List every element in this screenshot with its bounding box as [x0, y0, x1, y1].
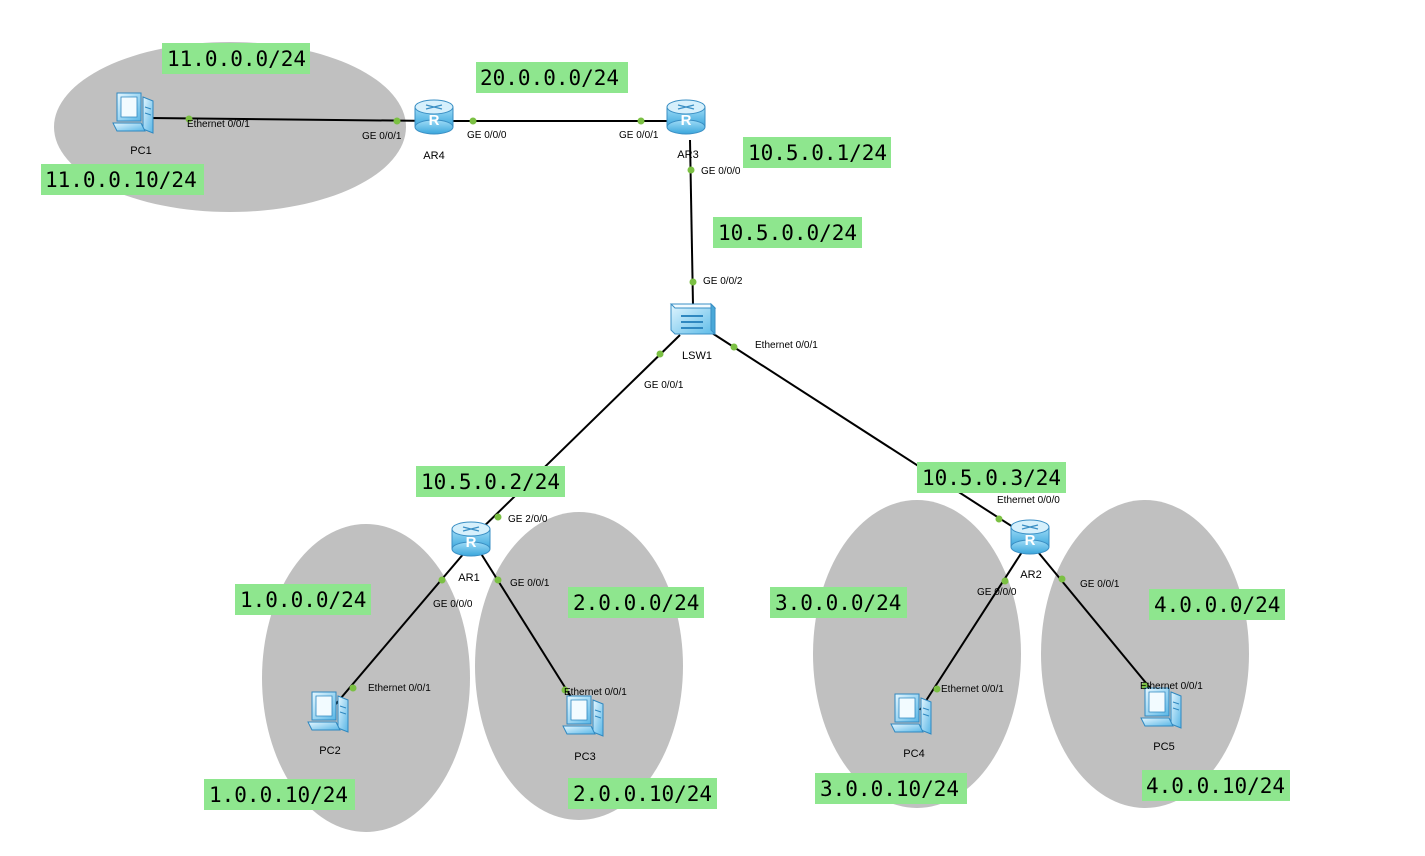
port-label-lsw1-g001: GE 0/0/1: [644, 380, 684, 391]
subnet-tag-10-5: 10.5.0.0/24: [718, 221, 857, 245]
port-dot-lsw1-g002[interactable]: [689, 278, 697, 286]
port-dot-pc2-eth[interactable]: [349, 684, 357, 692]
device-label-ar3: AR3: [677, 149, 698, 161]
router-icon[interactable]: [414, 99, 454, 135]
address-tag-pc5: 4.0.0.10/24: [1146, 774, 1285, 798]
device-label-pc5: PC5: [1153, 741, 1174, 753]
subnet-tag-2: 2.0.0.0/24: [573, 591, 699, 615]
router-icon[interactable]: [1010, 519, 1050, 555]
port-label-ar2-eth: Ethernet 0/0/0: [997, 495, 1060, 506]
device-label-ar4: AR4: [423, 150, 444, 162]
device-label-lsw1: LSW1: [682, 350, 712, 362]
pc-icon[interactable]: [562, 695, 604, 737]
port-label-ar2-g000: GE 0/0/0: [977, 587, 1017, 598]
port-dot-pc4-eth[interactable]: [933, 685, 941, 693]
pc-icon[interactable]: [112, 92, 154, 134]
port-label-ar2-g001: GE 0/0/1: [1080, 579, 1120, 590]
port-dot-ar3-g000[interactable]: [687, 166, 695, 174]
port-dot-ar4-g000[interactable]: [469, 117, 477, 125]
port-label-pc2-eth: Ethernet 0/0/1: [368, 683, 431, 694]
port-dot-ar2-g001[interactable]: [1058, 575, 1066, 583]
port-label-ar3-g001: GE 0/0/1: [619, 130, 659, 141]
address-tag-layer: 11.0.0.0/24 20.0.0.0/24 11.0.0.10/24 10.…: [41, 43, 1290, 810]
device-label-pc1: PC1: [130, 145, 151, 157]
port-label-pc4-eth: Ethernet 0/0/1: [941, 684, 1004, 695]
subnet-tag-4: 4.0.0.0/24: [1154, 593, 1280, 617]
device-label-pc4: PC4: [903, 748, 924, 760]
pc-icon[interactable]: [1140, 687, 1182, 729]
port-label-ar4-g000: GE 0/0/0: [467, 130, 507, 141]
link-ar2-pc5: [1037, 551, 1161, 701]
port-dot-lsw1-g001[interactable]: [656, 350, 664, 358]
subnet-tag-1: 1.0.0.0/24: [240, 588, 366, 612]
port-label-layer: Ethernet 0/0/1 GE 0/0/1 GE 0/0/0 GE 0/0/…: [187, 119, 1203, 698]
port-label-ar3-g000: GE 0/0/0: [701, 166, 741, 177]
link-pc1-ar4: [149, 117, 436, 122]
pc-icon[interactable]: [890, 693, 932, 735]
port-label-pc3-eth: Ethernet 0/0/1: [564, 687, 627, 698]
port-dot-ar4-g001[interactable]: [393, 117, 401, 125]
port-dot-layer: [185, 115, 1149, 694]
port-label-ar1-g200: GE 2/0/0: [508, 514, 548, 525]
address-tag-pc3: 2.0.0.10/24: [573, 782, 712, 806]
address-tag-pc2: 1.0.0.10/24: [209, 783, 348, 807]
link-lsw1-ar2: [711, 332, 1031, 539]
port-dot-pc3-eth[interactable]: [561, 686, 569, 694]
address-tag-pc4: 3.0.0.10/24: [820, 777, 959, 801]
router-icon[interactable]: [666, 99, 706, 135]
zone-layer: [54, 42, 1249, 832]
device-label-ar1: AR1: [458, 572, 479, 584]
device-label-layer: PC1 AR4 AR3 LSW1 AR1 AR2 PC2 PC3 PC4 PC5: [130, 145, 1174, 763]
port-dot-lsw1-eth[interactable]: [730, 343, 738, 351]
port-dot-ar1-g000[interactable]: [438, 576, 446, 584]
subnet-tag-11: 11.0.0.0/24: [167, 47, 306, 71]
port-label-ar1-g000: GE 0/0/0: [433, 599, 473, 610]
port-label-lsw1-g002: GE 0/0/2: [703, 276, 743, 287]
port-dot-ar1-g001[interactable]: [494, 576, 502, 584]
address-tag-ar2: 10.5.0.3/24: [922, 466, 1061, 490]
port-dot-ar2-g000[interactable]: [1001, 577, 1009, 585]
port-label-ar1-g001: GE 0/0/1: [510, 578, 550, 589]
port-label-pc5-eth: Ethernet 0/0/1: [1140, 681, 1203, 692]
port-dot-ar1-g200[interactable]: [494, 513, 502, 521]
port-dot-ar3-g001[interactable]: [637, 117, 645, 125]
port-dot-ar2-eth[interactable]: [995, 515, 1003, 523]
subnet-tag-20: 20.0.0.0/24: [480, 66, 619, 90]
address-tag-pc1: 11.0.0.10/24: [45, 168, 197, 192]
subnet-tag-3: 3.0.0.0/24: [775, 591, 901, 615]
address-tag-ar3: 10.5.0.1/24: [748, 141, 887, 165]
port-label-ar4-g001: GE 0/0/1: [362, 131, 402, 142]
device-label-pc3: PC3: [574, 751, 595, 763]
link-lsw1-ar1: [471, 334, 681, 539]
zone-3-network: [813, 500, 1021, 808]
address-tag-ar1: 10.5.0.2/24: [421, 470, 560, 494]
port-label-pc1-eth: Ethernet 0/0/1: [187, 119, 250, 130]
port-dot-pc1-eth[interactable]: [185, 115, 193, 123]
port-label-lsw1-eth: Ethernet 0/0/1: [755, 340, 818, 351]
router-icon[interactable]: [451, 521, 491, 557]
zone-2-network: [475, 512, 683, 820]
switch-icon[interactable]: [670, 303, 716, 335]
zone-4-network: [1041, 500, 1249, 808]
device-label-pc2: PC2: [319, 745, 340, 757]
device-label-ar2: AR2: [1020, 569, 1041, 581]
pc-icon[interactable]: [307, 691, 349, 733]
